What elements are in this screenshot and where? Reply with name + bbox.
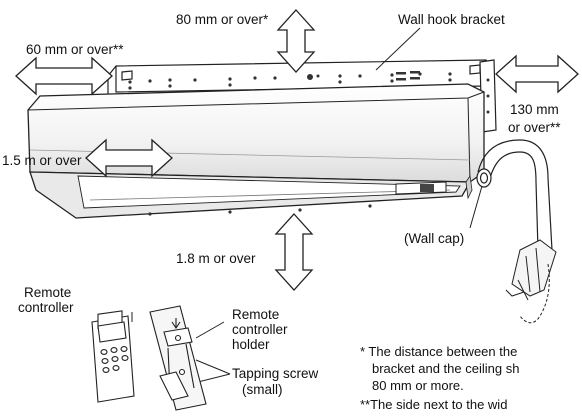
footnote-1-line3: 80 mm or more.	[372, 378, 464, 393]
footnote-1-line2: bracket and the ceiling sh	[372, 361, 520, 376]
arrow-front	[85, 138, 173, 178]
arrow-right	[495, 54, 579, 94]
arrow-floor	[274, 213, 314, 291]
wall-cap-label: (Wall cap)	[404, 231, 465, 246]
refrigerant-pipe	[476, 139, 553, 251]
top-clearance-label: 80 mm or over*	[176, 12, 269, 27]
tapping-screw-label-line1: Tapping screw	[232, 366, 319, 381]
right-clearance-label-line1: 130 mm	[510, 102, 559, 117]
footnote-2-line1: **The side next to the wid	[360, 397, 508, 412]
remote-controller-holder	[149, 305, 207, 411]
holder-label-line1: Remote	[232, 307, 280, 322]
remote-controller-label-line2: controller	[18, 300, 74, 315]
wall-hook-bracket-label: Wall hook bracket	[398, 12, 505, 27]
arrow-left	[15, 56, 113, 96]
remote-controller	[91, 310, 135, 403]
holder-label-line3: holder	[232, 337, 270, 352]
left-clearance-label: 60 mm or over**	[26, 42, 124, 57]
footnote-1-line1: * The distance between the	[360, 344, 518, 359]
tapping-screw-label-line2: (small)	[242, 382, 283, 397]
floor-clearance-label: 1.8 m or over	[176, 251, 256, 266]
pipe-end	[505, 239, 557, 324]
arrow-top	[276, 9, 316, 73]
right-clearance-label-line2: or over**	[508, 120, 561, 135]
front-clearance-label: 1.5 m or over	[2, 153, 82, 168]
holder-label-line2: controller	[232, 322, 288, 337]
remote-controller-label-line1: Remote	[24, 285, 72, 300]
